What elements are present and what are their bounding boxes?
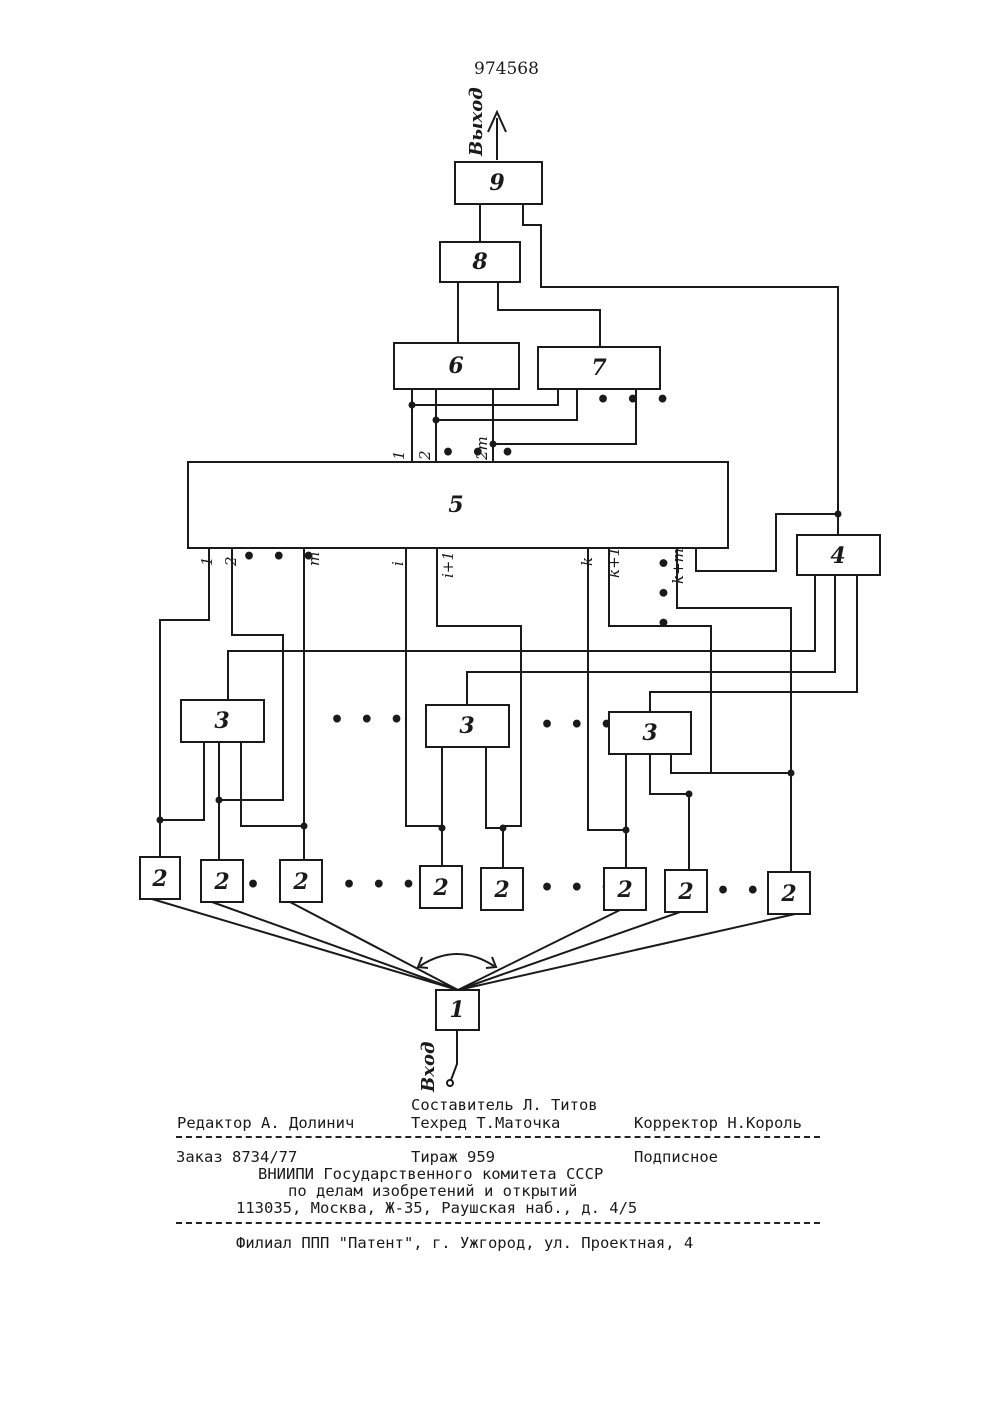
- fan-line: [458, 912, 680, 990]
- input-terminal: [447, 1080, 453, 1086]
- node: [301, 823, 308, 830]
- imprint-circulation: Тираж 959: [411, 1148, 495, 1166]
- pin-bottom-1: 1: [198, 556, 216, 566]
- block-6-label: 6: [448, 353, 463, 379]
- input-label: Вход: [418, 1042, 439, 1093]
- wire-3mid-in-2: [486, 747, 503, 828]
- imprint-org-line2: по делам изобретений и открытий: [288, 1182, 577, 1200]
- block-2-d-label: 2: [432, 875, 448, 901]
- imprint-order: Заказ 8734/77: [176, 1148, 297, 1166]
- ellipsis-3-a: • • •: [330, 707, 408, 733]
- input-wire: [451, 1030, 457, 1080]
- ellipsis-5-bottom-right: • • •: [649, 556, 675, 634]
- node: [500, 825, 507, 832]
- wire-7-8: [498, 282, 600, 347]
- fan-line: [290, 902, 458, 990]
- fan-line: [458, 910, 620, 990]
- wire-3left-in-1: [160, 742, 204, 820]
- pin-top-2: 2: [416, 450, 434, 461]
- imprint-subscription: Подписное: [634, 1148, 718, 1166]
- block-2-h-label: 2: [780, 881, 796, 907]
- wire-3left-in-3: [241, 742, 304, 826]
- node: [623, 827, 630, 834]
- wire-4-3c: [650, 575, 857, 712]
- divider-top: [176, 1136, 820, 1138]
- pin-bottom-i: i: [389, 561, 407, 566]
- node: [835, 511, 842, 518]
- block-4-label: 4: [830, 543, 845, 569]
- node: [433, 417, 440, 424]
- block-3-right-label: 3: [642, 720, 657, 746]
- pin-top-1: 1: [390, 450, 408, 460]
- patent-number: 974568: [474, 59, 539, 79]
- pin-bottom-i1: i+1: [439, 551, 457, 578]
- node: [409, 402, 416, 409]
- ellipsis-3-b: • • •: [540, 712, 618, 738]
- node: [686, 791, 693, 798]
- ellipsis-2-b: • • •: [342, 872, 420, 898]
- ellipsis-5-bottom-left: • • •: [242, 544, 320, 570]
- divider-bottom: [176, 1222, 820, 1224]
- block-9-label: 9: [489, 170, 504, 196]
- block-1-label: 1: [449, 997, 464, 1023]
- wire-5-km: [677, 548, 791, 872]
- node: [439, 825, 446, 832]
- fan-line: [212, 902, 458, 990]
- block-2-c-label: 2: [292, 869, 308, 895]
- node: [788, 770, 795, 777]
- fan-line: [152, 899, 458, 990]
- block-2-a-label: 2: [151, 866, 167, 892]
- imprint-org-line1: ВНИИПИ Государственного комитета СССР: [258, 1165, 603, 1183]
- imprint-techred: Техред Т.Маточка: [411, 1114, 560, 1132]
- block-5-label: 5: [448, 492, 463, 518]
- block-2-f-label: 2: [616, 877, 632, 903]
- block-2-e-label: 2: [493, 877, 509, 903]
- pin-top-2m: 2m: [473, 436, 491, 461]
- imprint-address: 113035, Москва, Ж-35, Раушская наб., д. …: [236, 1199, 637, 1217]
- node: [216, 797, 223, 804]
- imprint-branch: Филиал ППП "Патент", г. Ужгород, ул. Про…: [236, 1234, 693, 1252]
- imprint-corrector: Корректор Н.Король: [634, 1114, 802, 1132]
- wire-5-k: [588, 548, 626, 870]
- block-7-label: 7: [591, 355, 607, 381]
- block-3-left-label: 3: [214, 708, 229, 734]
- node: [157, 817, 164, 824]
- ellipsis-7: • • •: [596, 387, 674, 413]
- wire-tap-1: [412, 389, 558, 405]
- imprint-editor: Редактор А. Долинич: [177, 1114, 354, 1132]
- output-label: Выход: [466, 87, 487, 157]
- wire-3right-in-2: [650, 754, 689, 870]
- pin-bottom-k1: k+1: [605, 547, 623, 578]
- scan-arc: [420, 954, 494, 966]
- imprint-composer: Составитель Л. Титов: [411, 1096, 598, 1114]
- fan-line: [458, 914, 795, 990]
- block-2-b-label: 2: [213, 869, 229, 895]
- block-2-g-label: 2: [677, 879, 693, 905]
- block-8-label: 8: [471, 249, 487, 275]
- block-3-middle-label: 3: [459, 713, 474, 739]
